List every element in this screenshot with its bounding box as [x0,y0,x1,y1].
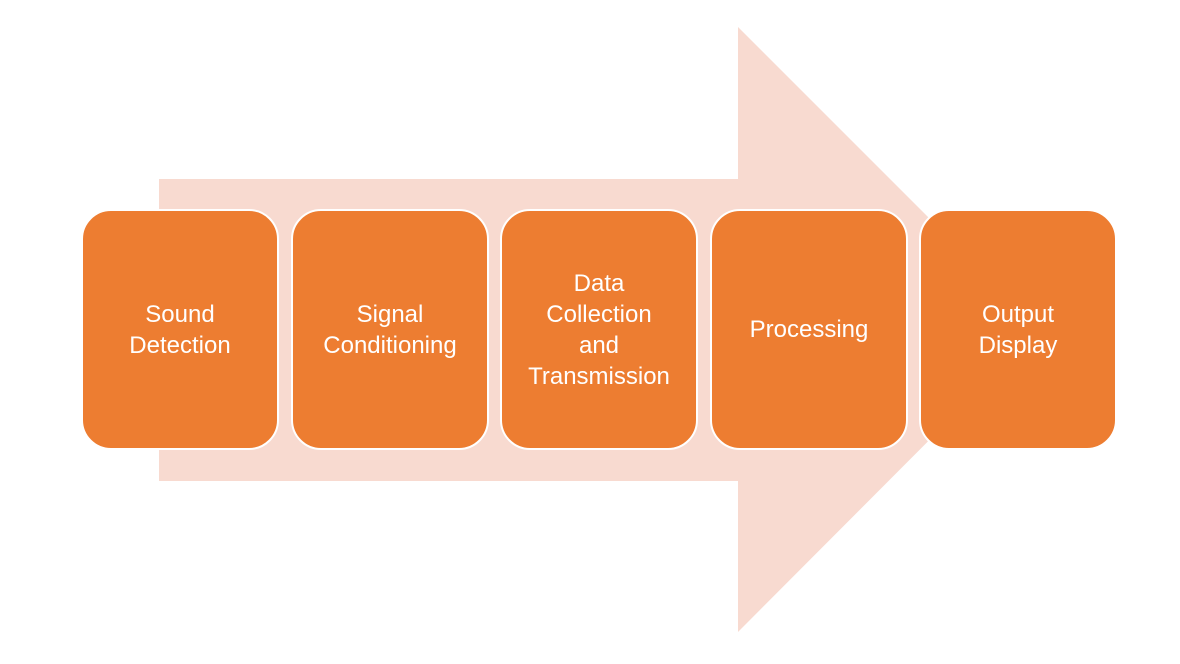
step-box-output-display: Output Display [919,209,1117,450]
step-label: Sound Detection [129,300,231,359]
step-label: Data Collection and Transmission [528,269,670,390]
step-label: Output Display [978,300,1058,359]
step-label: Signal Conditioning [323,300,457,359]
step-label: Processing [749,316,869,343]
step-box-data-collection: Data Collection and Transmission [500,209,698,450]
step-box-sound-detection: Sound Detection [81,209,279,450]
step-box-processing: Processing [710,209,908,450]
step-box-signal-conditioning: Signal Conditioning [291,209,489,450]
